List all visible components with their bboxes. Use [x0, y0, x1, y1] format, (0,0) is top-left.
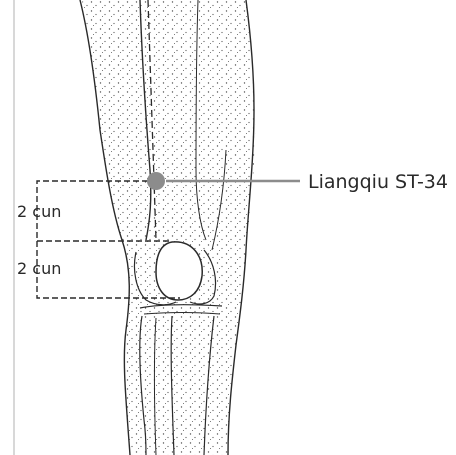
- thigh-outline: [82, 0, 255, 455]
- acupoint-label: Liangqiu ST-34: [308, 171, 448, 193]
- measurement-label-lower: 2 cun: [17, 259, 61, 278]
- acupoint-marker: [147, 172, 165, 190]
- leg-illustration: [80, 0, 255, 455]
- measurement-label-upper: 2 cun: [17, 202, 61, 221]
- patella: [156, 242, 202, 300]
